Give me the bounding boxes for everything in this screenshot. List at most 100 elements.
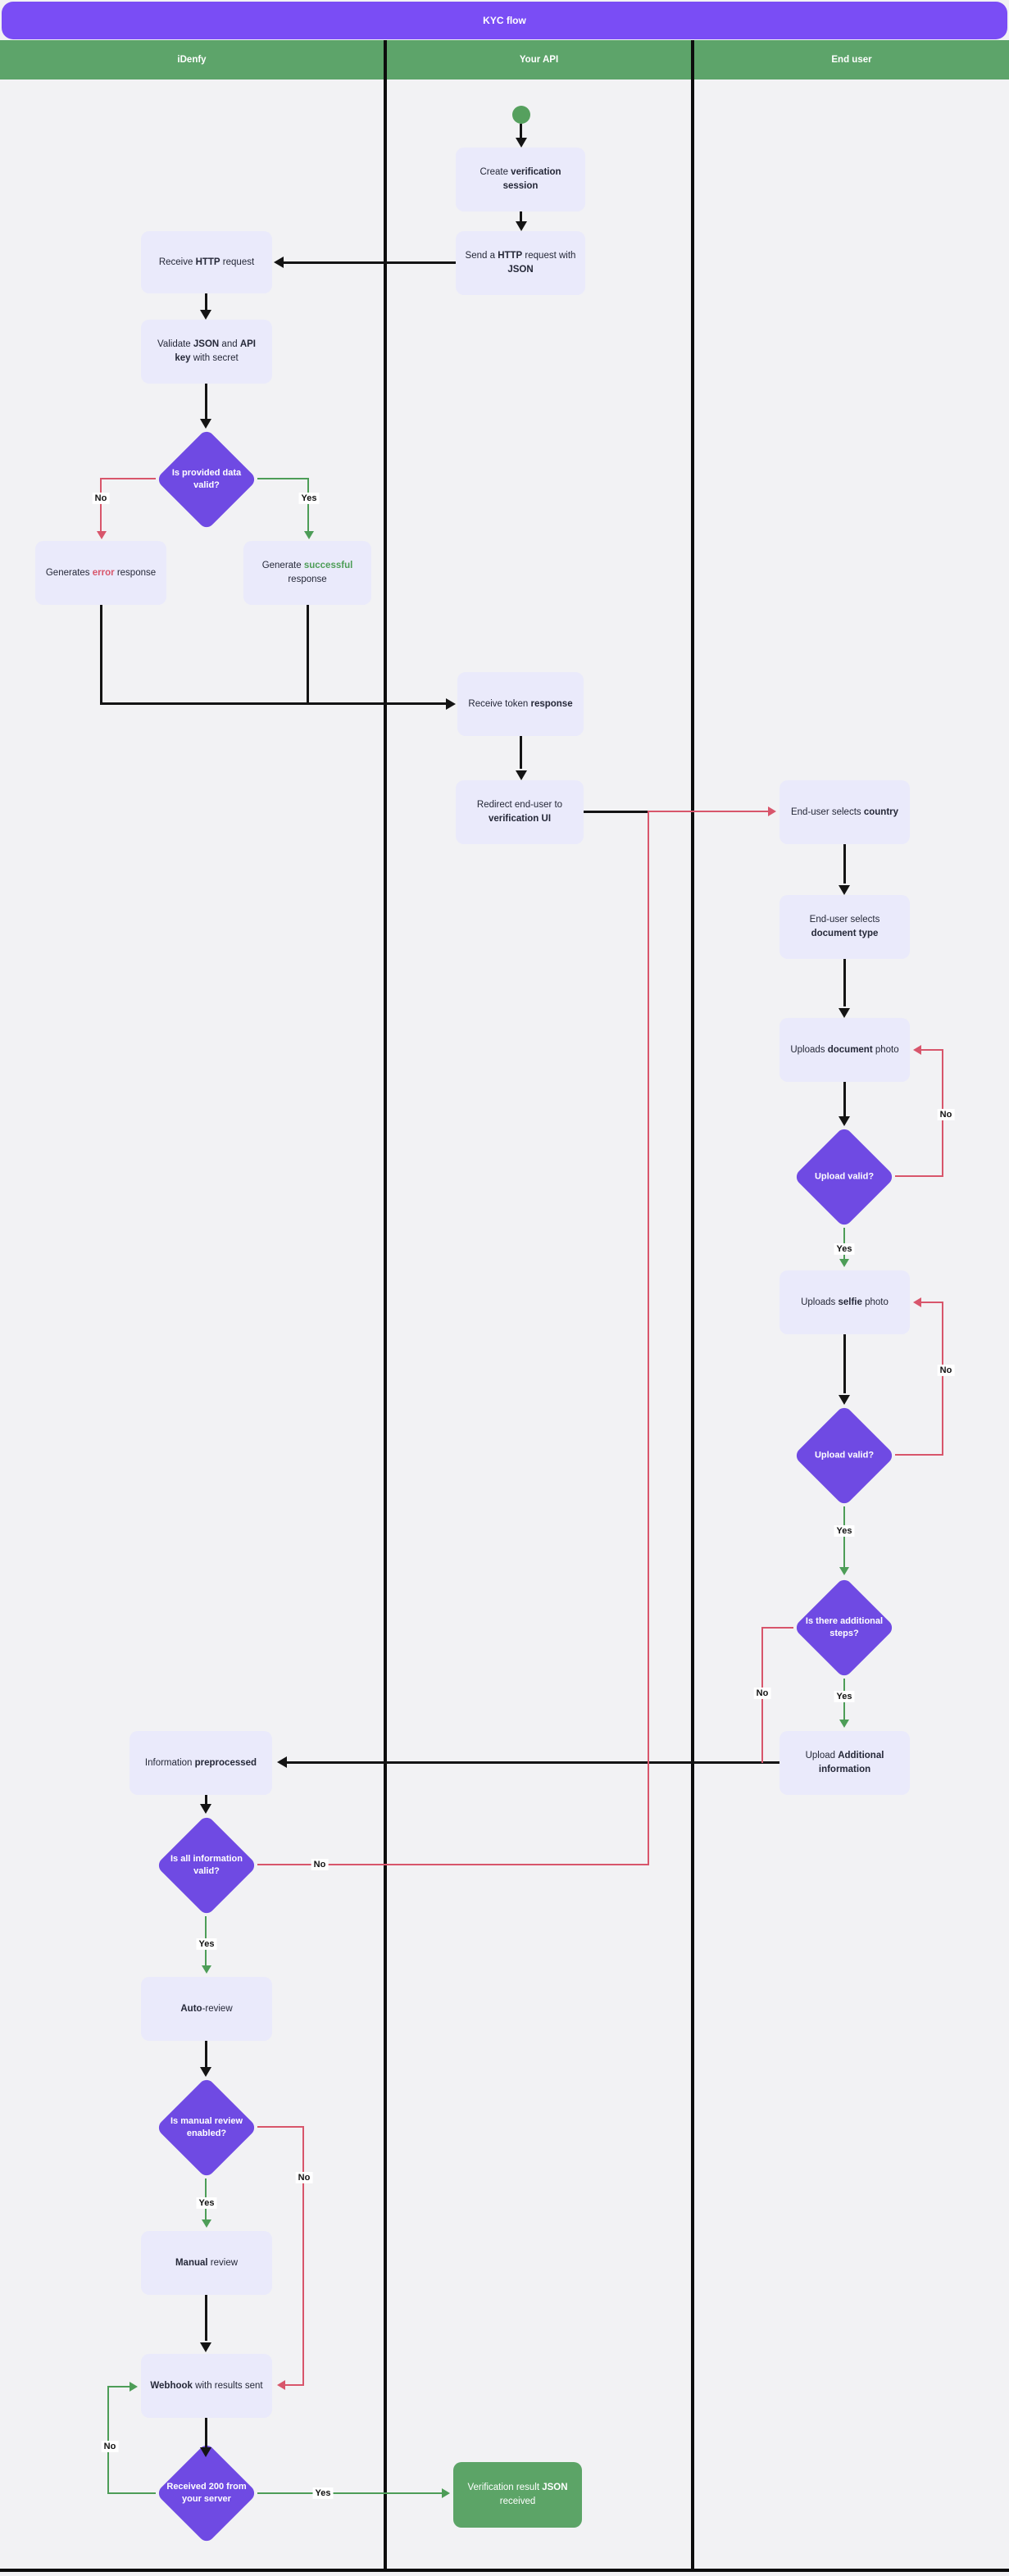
edge-country-to-doctype (843, 844, 846, 884)
arrowhead (913, 1297, 921, 1307)
edge-additional-no-h (761, 1627, 793, 1629)
node-generate-successful-response: Generate successful response (243, 541, 371, 605)
arrowhead (442, 2488, 450, 2498)
diagram-title: KYC flow (483, 15, 526, 26)
arrowhead (446, 698, 456, 710)
edge-webhook-to-received200 (205, 2418, 207, 2447)
edge-selfie-to-decision2 (843, 1334, 846, 1393)
edge-loop-to-country-h (648, 811, 768, 812)
lane-header-idenfy: iDenfy (0, 40, 384, 80)
node-upload-additional-information: Upload Additional information (779, 1731, 910, 1795)
node-receive-http-request: Receive HTTP request (141, 231, 272, 293)
edge-provided-yes-h (257, 478, 309, 479)
edge-allinfo-no-loop-v (648, 811, 649, 1865)
arrowhead (839, 1567, 849, 1575)
node-redirect-to-verification-ui: Redirect end-user to verification UI (456, 780, 584, 844)
decision-provided-data-valid: Is provided data valid? (155, 428, 258, 531)
edge-manual-to-webhook (205, 2295, 207, 2341)
node-uploads-selfie-photo: Uploads selfie photo (779, 1270, 910, 1334)
node-send-http-request: Send a HTTP request with JSON (456, 231, 585, 295)
lane-divider-left (384, 40, 387, 2572)
arrowhead (202, 2219, 211, 2228)
edge-manualreview-no-h2 (285, 2384, 304, 2386)
arrowhead (516, 770, 527, 780)
label-no-allinfo: No (311, 1858, 329, 1871)
arrowhead (839, 1395, 850, 1405)
edge-upload-to-decision1 (843, 1082, 846, 1116)
edge-redirect-out (584, 811, 648, 813)
label-no-upload2: No (937, 1364, 955, 1377)
arrowhead (839, 1259, 849, 1267)
node-webhook-results-sent: Webhook with results sent (141, 2354, 272, 2418)
lane-label-your-api: Your API (519, 55, 559, 65)
edge-preprocessed-to-decision (205, 1795, 207, 1804)
label-yes-received200: Yes (312, 2487, 334, 2500)
node-create-verification-session: Create verification session (456, 148, 585, 211)
edge-upload2-no-h2 (921, 1302, 943, 1303)
arrowhead (200, 419, 211, 429)
arrowhead (516, 138, 527, 148)
lane-header-your-api: Your API (387, 40, 691, 80)
arrowhead (516, 221, 527, 231)
node-manual-review: Manual review (141, 2231, 272, 2295)
edge-send-to-receive-http (284, 261, 456, 264)
lane-divider-right (691, 40, 694, 2572)
lane-header-end-user: End user (694, 40, 1009, 80)
node-auto-review: Auto-review (141, 1977, 272, 2041)
label-no-additional: No (753, 1687, 771, 1700)
label-yes-manualreview: Yes (196, 2197, 217, 2210)
arrowhead (97, 531, 107, 539)
edge-provided-no-v (100, 478, 102, 531)
arrowhead (200, 2067, 211, 2077)
label-yes-provided: Yes (298, 492, 320, 505)
decision-additional-steps: Is there additional steps? (793, 1576, 896, 1679)
edge-validate-to-decision (205, 384, 207, 419)
edge-error-merge-v (100, 605, 102, 704)
edge-upload2-no-v (942, 1302, 943, 1456)
arrowhead (200, 2342, 211, 2352)
arrowhead (277, 2380, 285, 2390)
node-verification-result-received: Verification result JSON received (453, 2462, 582, 2528)
diagram-title-bar: KYC flow (2, 2, 1007, 39)
node-information-preprocessed: Information preprocessed (130, 1731, 272, 1795)
arrowhead (200, 310, 211, 320)
edge-additional-to-preprocessed (287, 1761, 779, 1764)
edge-received200-no-h (107, 2492, 156, 2494)
arrowhead (839, 1720, 849, 1728)
edge-start-to-create (520, 124, 522, 138)
arrowhead (839, 1116, 850, 1126)
node-generates-error-response: Generates error response (35, 541, 166, 605)
arrowhead (202, 1965, 211, 1974)
edge-create-to-send (520, 211, 522, 222)
edge-received200-no-h2 (107, 2386, 130, 2387)
edge-manualreview-no-h (257, 2126, 304, 2128)
edge-token-to-redirect (520, 736, 522, 769)
node-uploads-document-photo: Uploads document photo (779, 1018, 910, 1082)
edge-success-merge-v (307, 605, 309, 704)
arrowhead (768, 806, 776, 816)
edge-provided-yes-v (307, 478, 309, 531)
lane-label-idenfy: iDenfy (177, 55, 207, 65)
edge-provided-no-h (100, 478, 156, 479)
decision-upload-valid-2: Upload valid? (793, 1404, 896, 1507)
label-no-upload1: No (937, 1108, 955, 1121)
decision-manual-review-enabled: Is manual review enabled? (155, 2076, 258, 2179)
arrowhead (304, 531, 314, 539)
node-select-country: End-user selects country (779, 780, 910, 844)
decision-upload-valid-1: Upload valid? (793, 1125, 896, 1229)
arrowhead (274, 257, 284, 268)
node-validate-json-api-key: Validate JSON and API key with secret (141, 320, 272, 384)
decision-all-information-valid: Is all information valid? (155, 1814, 258, 1917)
decision-received-200: Received 200 from your server (155, 2442, 258, 2545)
arrowhead (839, 885, 850, 895)
label-no-received200: No (101, 2440, 119, 2453)
edge-allinfo-no-h (257, 1864, 649, 1865)
label-yes-upload2: Yes (834, 1524, 855, 1538)
label-yes-additional: Yes (834, 1690, 855, 1703)
start-node (512, 106, 530, 124)
label-no-provided: No (92, 492, 110, 505)
edge-received200-yes-h (257, 2492, 442, 2494)
edge-doctype-to-upload (843, 959, 846, 1006)
edge-upload1-no-h (895, 1175, 943, 1177)
